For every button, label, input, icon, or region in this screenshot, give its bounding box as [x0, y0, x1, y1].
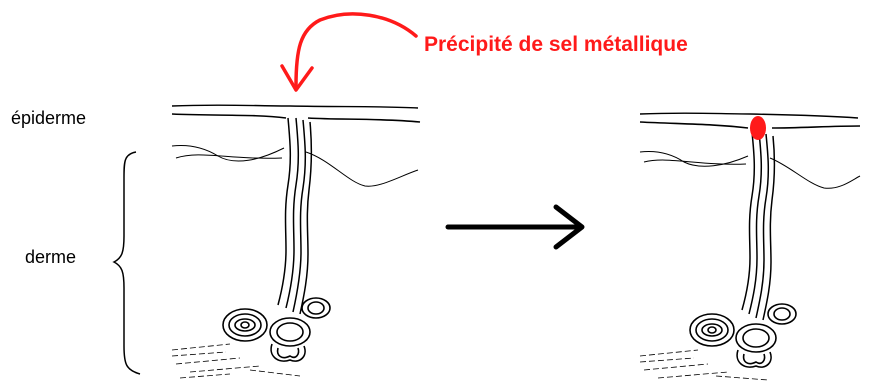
- epidermis-line: [640, 122, 860, 128]
- sweat-duct: [742, 132, 774, 320]
- dermis-label: derme: [25, 247, 76, 268]
- dermis-brace: [114, 152, 140, 374]
- dermis-upper-line: [172, 145, 418, 186]
- transition-arrow: [448, 207, 582, 247]
- base-tissue-lines: [640, 350, 768, 380]
- skin-panel-before: [172, 105, 420, 378]
- gland-coil: [690, 304, 796, 367]
- metal-salt-precipitate: [750, 116, 766, 140]
- skin-surface-line: [640, 113, 858, 118]
- gland-coil: [223, 298, 330, 361]
- dermis-upper-line: [640, 151, 860, 188]
- epidermis-label: épiderme: [11, 108, 86, 129]
- skin-panel-after: [640, 113, 860, 380]
- precipitate-label: Précipité de sel métallique: [424, 33, 688, 57]
- skin-surface-line: [172, 105, 418, 108]
- annotation-arrow: [282, 14, 416, 90]
- sweat-duct: [278, 118, 311, 314]
